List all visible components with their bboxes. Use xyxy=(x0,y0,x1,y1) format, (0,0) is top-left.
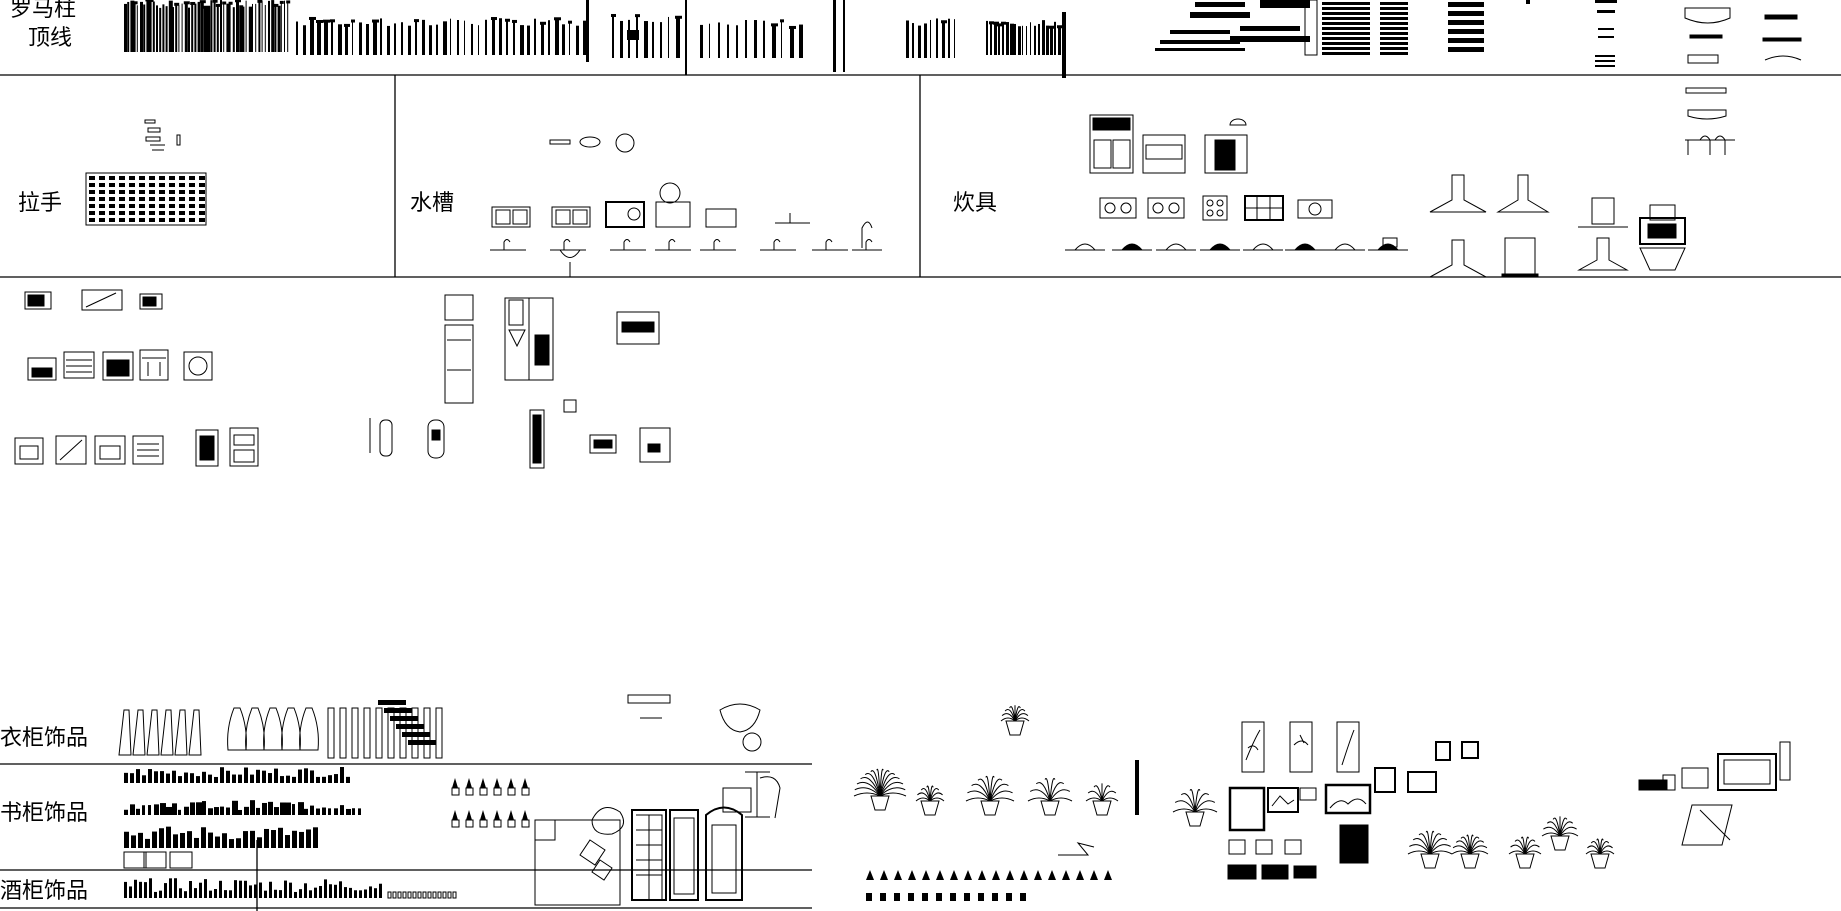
wardrobe-clothes-icon xyxy=(118,700,443,759)
label-roman-column: 罗马柱 xyxy=(10,0,76,22)
label-wardrobe-deco: 衣柜饰品 xyxy=(0,726,88,751)
tv-monitor-icon xyxy=(1638,741,1791,846)
frame-lines xyxy=(0,74,1841,911)
roman-column-icon xyxy=(124,0,1066,78)
label-kitchenware: 炊具 xyxy=(953,191,997,216)
kitchen-appliance-icon xyxy=(14,289,671,469)
top-molding-icon xyxy=(1155,0,1802,155)
label-bookcase-deco: 书柜饰品 xyxy=(0,801,88,826)
door-icon xyxy=(534,694,781,906)
bookcase-ornament-icon xyxy=(123,767,530,869)
cabinet-handle-icon xyxy=(85,119,207,226)
label-sink: 水槽 xyxy=(410,191,454,216)
cookware-icon xyxy=(1065,114,1686,278)
section-labels: 罗马柱 顶线 拉手 水槽 炊具 衣柜饰品 书柜饰品 酒柜饰品 xyxy=(0,0,997,904)
potted-plant-icon xyxy=(853,705,1615,901)
wine-bottle-icon xyxy=(124,878,457,899)
kitchen-sink-icon xyxy=(490,133,882,277)
framed-painting-icon xyxy=(1227,721,1479,880)
label-top-molding: 顶线 xyxy=(28,26,72,51)
label-wine-cabinet-deco: 酒柜饰品 xyxy=(0,879,88,904)
label-handle: 拉手 xyxy=(18,191,62,216)
